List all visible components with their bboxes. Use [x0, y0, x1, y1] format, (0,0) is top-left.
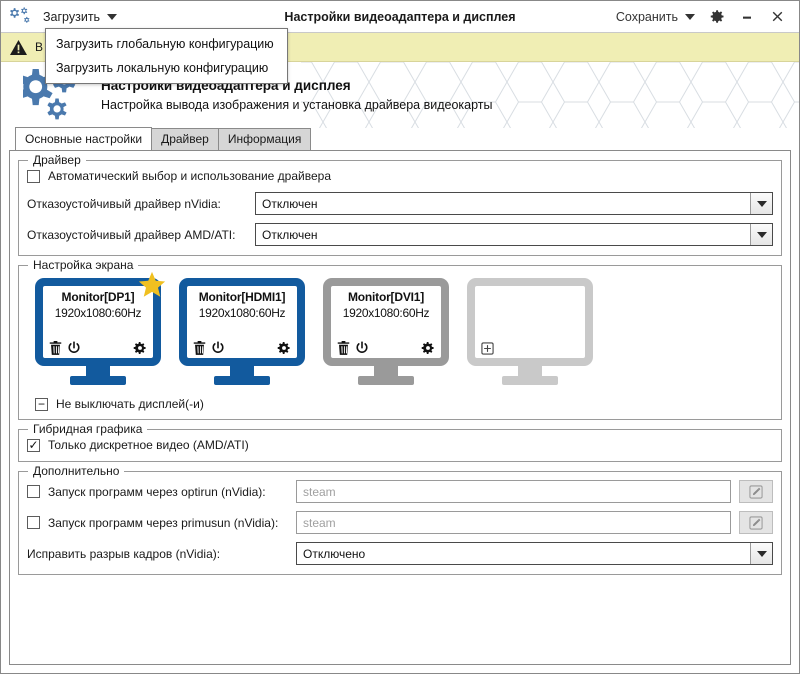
- no-blank-row: ✓− Не выключать дисплей(-и): [27, 397, 773, 411]
- pencil-icon: [749, 515, 763, 530]
- driver-group-legend: Драйвер: [28, 153, 86, 167]
- auto-driver-checkbox[interactable]: ✓−: [27, 169, 40, 183]
- nvidia-fallback-select[interactable]: Отключен: [255, 192, 773, 215]
- tab-strip: Основные настройки Драйвер Информация: [1, 127, 799, 150]
- trash-icon[interactable]: [337, 341, 350, 355]
- monitor-name: Monitor[HDMI1]: [198, 290, 286, 304]
- close-icon: [772, 11, 782, 22]
- tab-information[interactable]: Информация: [217, 128, 312, 150]
- close-button[interactable]: [763, 5, 791, 29]
- minimize-icon: [743, 16, 751, 19]
- screen-setup-group: Настройка экрана Monitor[DP1] 1920x1080:…: [18, 258, 782, 420]
- primusrun-input[interactable]: steam: [296, 511, 731, 534]
- gear-icon[interactable]: [421, 341, 435, 355]
- minimize-button[interactable]: [733, 5, 761, 29]
- primusrun-placeholder: steam: [303, 515, 336, 530]
- load-menu-label: Загрузить: [43, 9, 101, 24]
- optirun-checkbox[interactable]: ✓−: [27, 485, 40, 498]
- tearfix-select[interactable]: Отключено: [296, 542, 773, 565]
- tab-driver[interactable]: Драйвер: [151, 128, 219, 150]
- monitor-actions: [481, 342, 579, 355]
- titlebar-controls: Сохранить: [610, 5, 791, 29]
- optirun-label: Запуск программ через optirun (nVidia):: [48, 484, 266, 499]
- driver-group: Драйвер ✓− Автоматический выбор и исполь…: [18, 153, 782, 256]
- tearfix-value: Отключено: [303, 546, 366, 561]
- primusrun-row: ✓− Запуск программ через primusun (nVidi…: [27, 511, 773, 534]
- gear-icon[interactable]: [277, 341, 291, 355]
- monitor-mode: 1920x1080:60Hz: [198, 306, 286, 320]
- amd-fallback-row: Отказоустойчивый драйвер AMD/ATI: Отключ…: [27, 223, 773, 246]
- monitor-card-hdmi1[interactable]: Monitor[HDMI1] 1920x1080:60Hz: [179, 278, 305, 385]
- menu-item-load-global[interactable]: Загрузить глобальную конфигурацию: [56, 37, 274, 51]
- extra-group: Дополнительно ✓− Запуск программ через o…: [18, 464, 782, 575]
- monitor-card-dp1[interactable]: Monitor[DP1] 1920x1080:60Hz: [35, 271, 166, 385]
- no-blank-checkbox[interactable]: ✓−: [35, 397, 48, 411]
- monitor-card-add[interactable]: [467, 278, 593, 385]
- settings-gear-button[interactable]: [703, 5, 731, 29]
- warning-text: В: [35, 40, 44, 54]
- nvidia-fallback-label: Отказоустойчивый драйвер nVidia:: [27, 196, 221, 211]
- hybrid-graphics-group: Гибридная графика ✓− Только дискретное в…: [18, 422, 782, 462]
- monitor-card-dvi1[interactable]: Monitor[DVI1] 1920x1080:60Hz: [323, 278, 449, 385]
- tearfix-row: Исправить разрыв кадров (nVidia): Отключ…: [27, 542, 773, 565]
- load-menu-button[interactable]: Загрузить: [37, 7, 123, 27]
- amd-fallback-value: Отключен: [262, 227, 318, 242]
- chevron-down-icon: [685, 13, 695, 20]
- monitor-list: Monitor[DP1] 1920x1080:60Hz: [27, 271, 773, 387]
- menu-item-load-local[interactable]: Загрузить локальную конфигурацию: [56, 61, 269, 75]
- no-blank-label: Не выключать дисплей(-и): [56, 397, 204, 411]
- save-menu-button[interactable]: Сохранить: [610, 7, 701, 27]
- warning-triangle-icon: [10, 39, 27, 55]
- screen-setup-legend: Настройка экрана: [28, 258, 139, 272]
- tab-content-panel: Драйвер ✓− Автоматический выбор и исполь…: [9, 150, 791, 665]
- app-gears-icon: [7, 6, 33, 28]
- auto-driver-label: Автоматический выбор и использование дра…: [48, 169, 331, 183]
- monitor-actions: [49, 341, 147, 355]
- primusrun-edit-button[interactable]: [739, 511, 773, 534]
- chevron-down-icon[interactable]: [750, 193, 772, 214]
- load-dropdown-menu[interactable]: Загрузить глобальную конфигурацию Загруз…: [45, 28, 288, 84]
- pencil-icon: [749, 484, 763, 499]
- trash-icon[interactable]: [193, 341, 206, 355]
- save-menu-label: Сохранить: [615, 9, 678, 24]
- optirun-input[interactable]: steam: [296, 480, 731, 503]
- hybrid-graphics-legend: Гибридная графика: [28, 422, 148, 436]
- optirun-row: ✓− Запуск программ через optirun (nVidia…: [27, 480, 773, 503]
- nvidia-fallback-row: Отказоустойчивый драйвер nVidia: Отключе…: [27, 192, 773, 215]
- primusrun-checkbox[interactable]: ✓−: [27, 516, 40, 529]
- monitor-name: Monitor[DVI1]: [347, 290, 425, 304]
- star-icon: [138, 271, 166, 297]
- nvidia-fallback-value: Отключен: [262, 196, 318, 211]
- power-icon[interactable]: [211, 341, 225, 355]
- discrete-only-label: Только дискретное видео (AMD/ATI): [48, 438, 249, 452]
- discrete-only-checkbox[interactable]: ✓−: [27, 438, 40, 452]
- monitor-actions: [337, 341, 435, 355]
- optirun-placeholder: steam: [303, 484, 336, 499]
- discrete-only-row: ✓− Только дискретное видео (AMD/ATI): [27, 438, 773, 452]
- power-icon[interactable]: [67, 341, 81, 355]
- gear-icon[interactable]: [133, 341, 147, 355]
- extra-group-legend: Дополнительно: [28, 464, 125, 478]
- amd-fallback-select[interactable]: Отключен: [255, 223, 773, 246]
- optirun-edit-button[interactable]: [739, 480, 773, 503]
- auto-driver-row: ✓− Автоматический выбор и использование …: [27, 169, 773, 183]
- power-icon[interactable]: [355, 341, 369, 355]
- tab-main-settings[interactable]: Основные настройки: [15, 127, 153, 150]
- amd-fallback-label: Отказоустойчивый драйвер AMD/ATI:: [27, 227, 236, 242]
- monitor-name: Monitor[DP1]: [61, 290, 135, 304]
- primusrun-label: Запуск программ через primusun (nVidia):: [48, 515, 279, 530]
- tearfix-label: Исправить разрыв кадров (nVidia):: [27, 546, 221, 561]
- trash-icon[interactable]: [49, 341, 62, 355]
- monitor-mode: 1920x1080:60Hz: [54, 306, 142, 320]
- chevron-down-icon[interactable]: [750, 543, 772, 564]
- chevron-down-icon[interactable]: [750, 224, 772, 245]
- gear-icon: [710, 10, 723, 23]
- plus-icon[interactable]: [481, 342, 494, 355]
- monitor-actions: [193, 341, 291, 355]
- banner-subtitle: Настройка вывода изображения и установка…: [101, 98, 493, 112]
- chevron-down-icon: [107, 13, 118, 20]
- monitor-mode: 1920x1080:60Hz: [342, 306, 430, 320]
